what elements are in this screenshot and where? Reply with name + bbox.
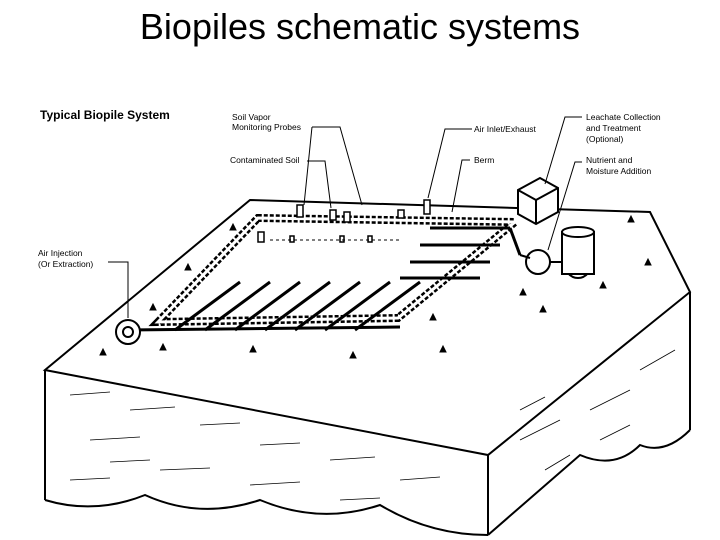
soil-texture: [69, 349, 676, 501]
nutrient-tank: [519, 226, 595, 279]
blower: [115, 319, 141, 345]
grass-tufts: [99, 214, 652, 359]
berm: [148, 213, 526, 327]
leachate-box: [517, 176, 559, 226]
label-soil-vapor-line2: Monitoring Probes: [232, 122, 301, 132]
label-air-injection-line1: Air Injection: [38, 248, 83, 258]
diagram-heading: Typical Biopile System: [40, 108, 170, 122]
label-nutrient-line2: Moisture Addition: [586, 166, 651, 176]
label-contaminated-soil: Contaminated Soil: [230, 155, 300, 165]
label-leachate-line2: and Treatment: [586, 123, 641, 133]
label-leachate-line3: (Optional): [586, 134, 623, 144]
monitoring-probes: [257, 199, 431, 243]
label-soil-vapor-line1: Soil Vapor: [232, 112, 271, 122]
label-air-injection-line2: (Or Extraction): [38, 259, 93, 269]
leader-lines: [108, 116, 582, 318]
air-injection-pipes: [127, 226, 522, 332]
label-leachate-line1: Leachate Collection: [586, 112, 661, 122]
slide-title: Biopiles schematic systems: [139, 6, 581, 47]
label-air-inlet-exhaust: Air Inlet/Exhaust: [474, 124, 537, 134]
label-nutrient-line1: Nutrient and: [586, 155, 633, 165]
label-berm: Berm: [474, 155, 494, 165]
